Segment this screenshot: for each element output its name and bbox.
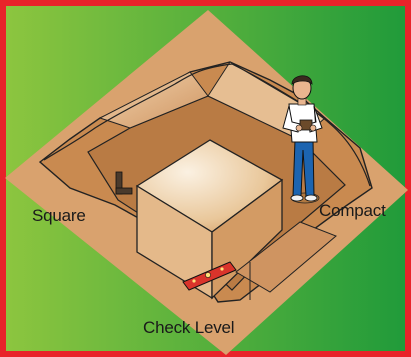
label-check-level: Check Level xyxy=(143,318,235,337)
label-square: Square xyxy=(32,206,86,225)
rim-outline-left xyxy=(43,63,233,161)
square-tool-icon xyxy=(115,171,133,195)
rim-outline-right xyxy=(231,63,371,187)
label-compact: Compact xyxy=(319,201,386,220)
trench-step xyxy=(235,221,337,293)
worker-figure xyxy=(282,75,323,204)
level-tool-icon xyxy=(182,261,237,291)
